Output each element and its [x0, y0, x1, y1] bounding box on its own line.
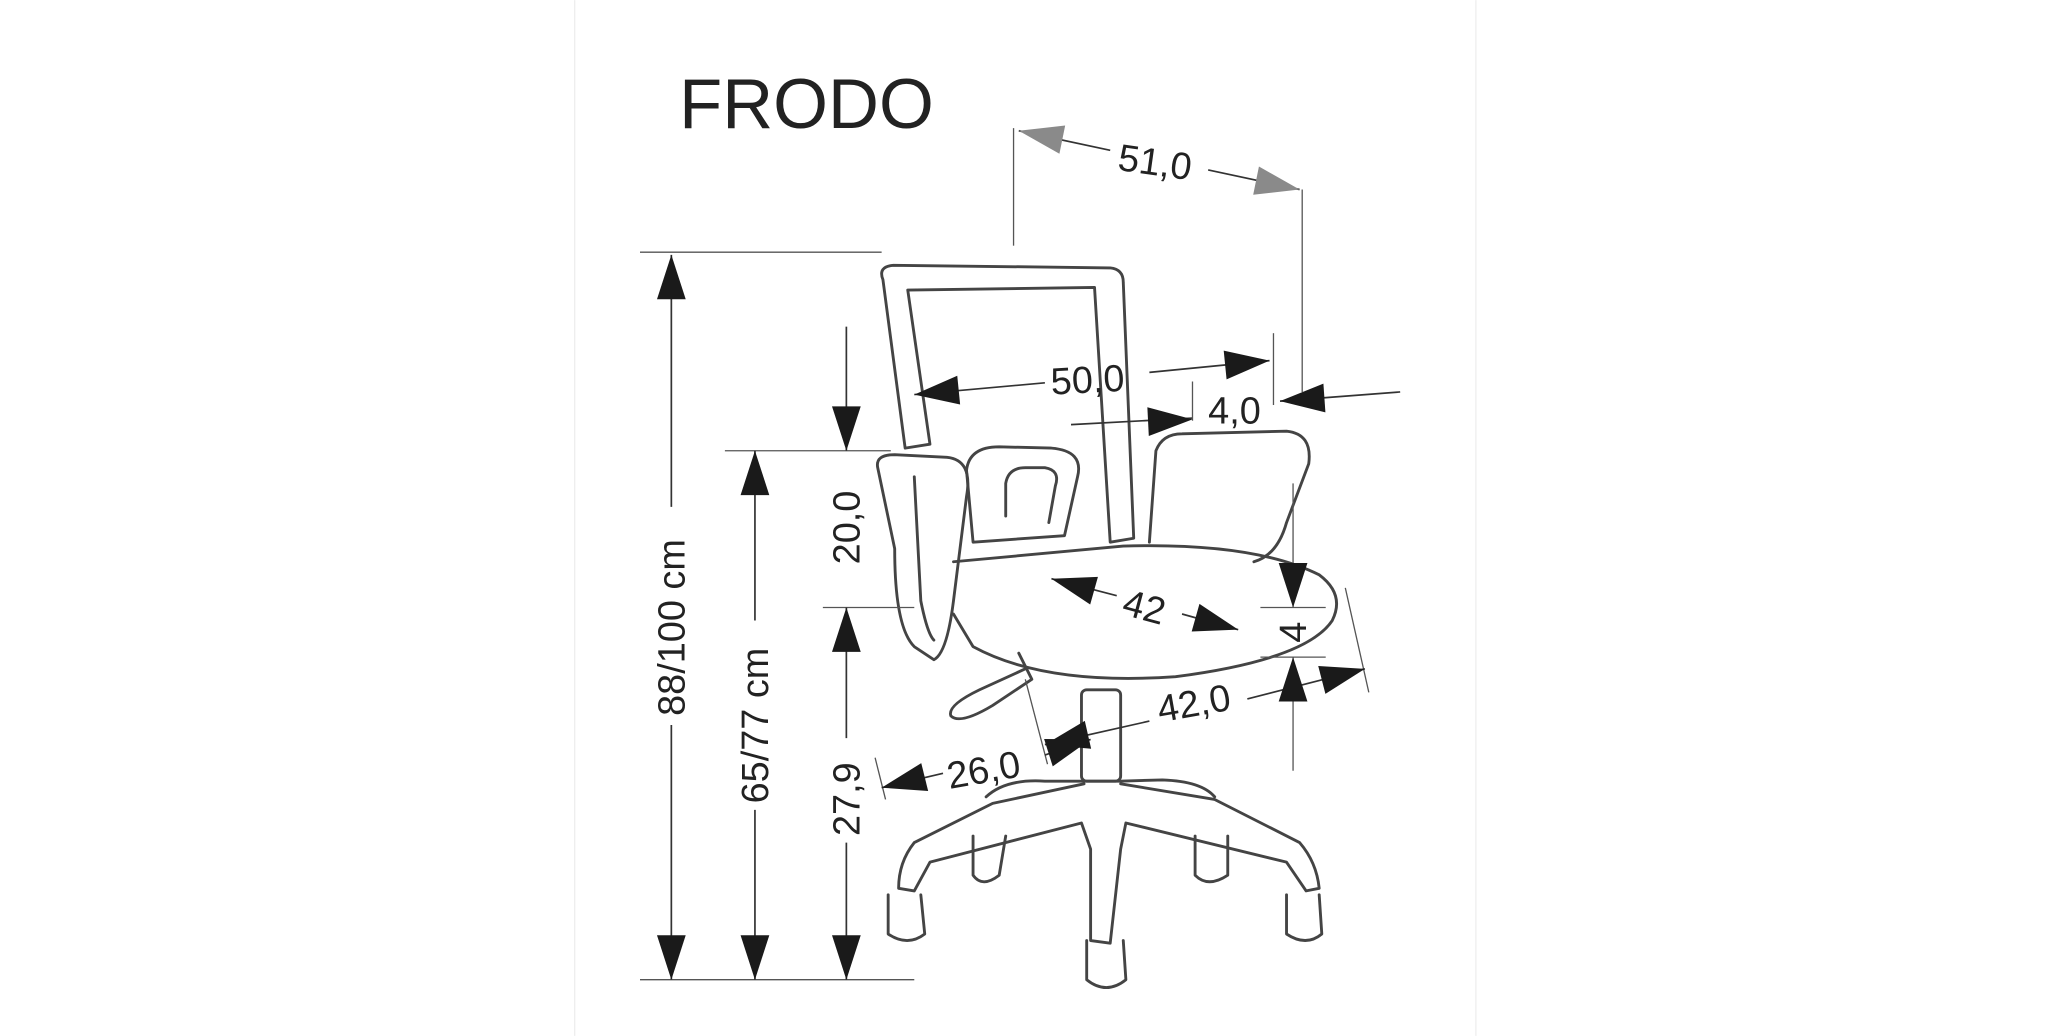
arrowhead-icon: [656, 254, 686, 300]
arrowhead-icon: [832, 406, 861, 451]
arrowhead-icon: [1051, 576, 1098, 605]
backrest-height-label: 20,0: [826, 491, 868, 565]
chair-outline: [875, 263, 1338, 989]
base-radius-label: 26,0: [944, 744, 1024, 798]
arrowhead-icon: [1147, 407, 1193, 436]
arrowhead-icon: [740, 450, 770, 496]
seat-height-label: 65/77 cm: [735, 648, 777, 804]
armrest-height-label: 27,9: [826, 762, 868, 836]
seat-thickness-label: 4: [1273, 622, 1315, 643]
arrowhead-icon: [740, 935, 770, 980]
arrowhead-icon: [1253, 166, 1300, 195]
seat-depth-label: 42: [1118, 582, 1170, 633]
arrowhead-icon: [1278, 563, 1308, 608]
overall-depth-label: 51,0: [1115, 137, 1194, 189]
arrowhead-icon: [832, 935, 861, 980]
seat-width-label: 42,0: [1154, 677, 1234, 731]
overall-width-label: 50,0: [1050, 358, 1126, 404]
arrowhead-icon: [1223, 350, 1270, 380]
arrowhead-icon: [881, 763, 929, 791]
arrowhead-icon: [1278, 657, 1308, 702]
arrowhead-icon: [1280, 383, 1326, 413]
product-title: FRODO: [679, 64, 934, 143]
arrowhead-icon: [1318, 666, 1365, 694]
arrowhead-icon: [832, 607, 861, 652]
dimension-arrows: [656, 125, 1365, 980]
arrowhead-icon: [656, 935, 686, 980]
arrowhead-icon: [1018, 125, 1066, 154]
arrowhead-icon: [914, 375, 961, 405]
dimension-lines: [640, 128, 1401, 981]
arrowhead-icon: [1191, 603, 1239, 632]
armrest-width-label: 4,0: [1208, 390, 1261, 432]
arrowhead-icon: [1044, 739, 1091, 767]
total-height-label: 88/100 cm: [651, 539, 693, 716]
